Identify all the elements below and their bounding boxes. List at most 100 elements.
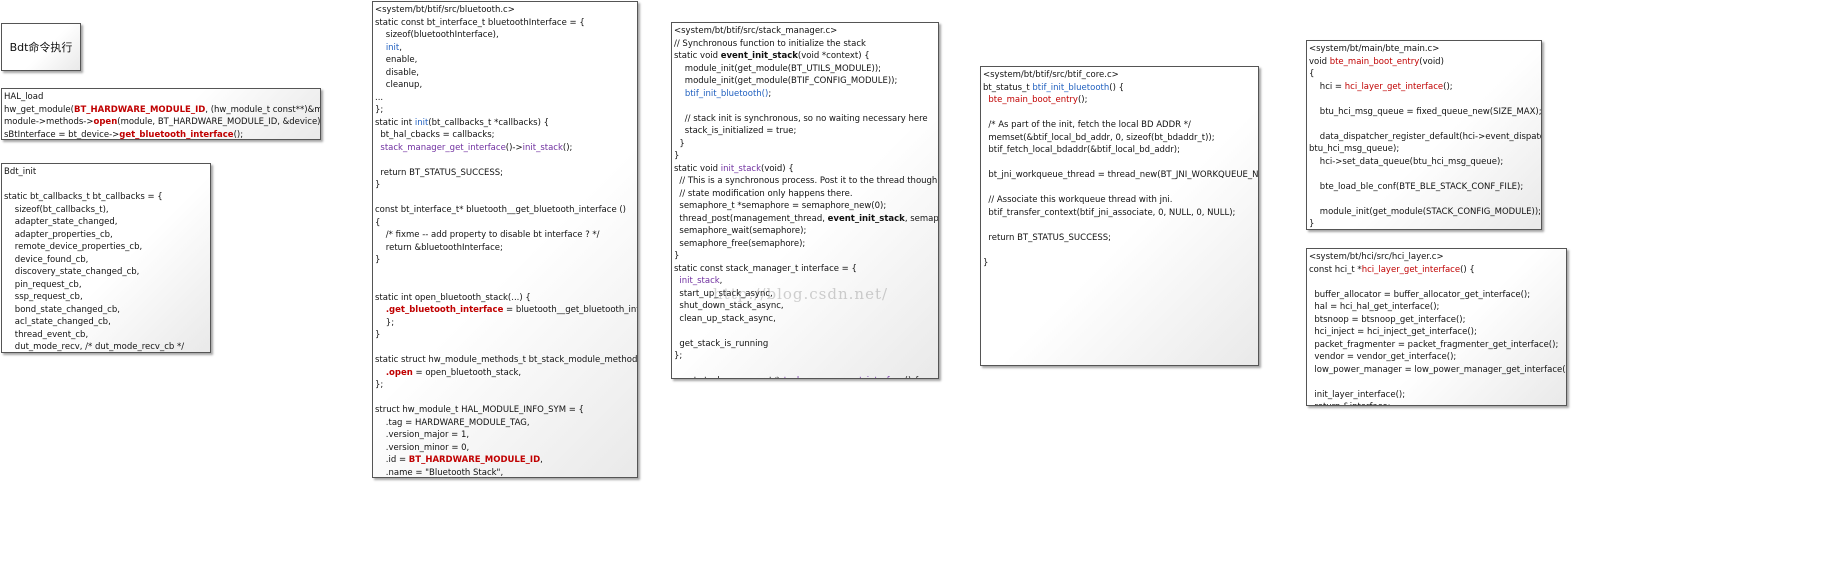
- code-token: module_init(get_module(BT_UTILS_MODULE))…: [674, 63, 882, 74]
- code-token-highlight: btif_init_bluetooth(): [684, 88, 769, 99]
- code-line: btif_transfer_context(btif_jni_associate…: [983, 207, 1257, 220]
- watermark: http://blog.csdn.net/: [713, 285, 889, 303]
- code-line: return BT_STATUS_SUCCESS;: [375, 167, 636, 180]
- code-line: [1309, 193, 1540, 206]
- code-token: btif_fetch_local_bdaddr(&btif_local_bd_a…: [983, 145, 1180, 155]
- code-line: return &bluetoothInterface;: [375, 242, 636, 255]
- code-token: hal = hci_hal_get_interface();: [1309, 302, 1440, 312]
- code-line: [674, 325, 937, 338]
- code-token: }: [375, 180, 381, 190]
- code-line: get_stack_is_running: [674, 338, 937, 351]
- code-token: }: [983, 257, 989, 268]
- code-line: <system/bt/btif/src/stack_manager.c>: [674, 25, 937, 38]
- code-token: ();: [1077, 95, 1088, 105]
- code-token: disable,: [375, 67, 419, 78]
- code-line: cleanup,: [375, 79, 636, 92]
- code-token: {: [375, 217, 381, 228]
- code-line: remote_device_properties_cb,: [4, 241, 209, 254]
- code-token: = open_bluetooth_stack,: [412, 367, 522, 378]
- code-line: memset(&btif_local_bd_addr, 0, sizeof(bt…: [983, 132, 1257, 145]
- code-box-stack-manager-c: <system/bt/btif/src/stack_manager.c>// S…: [671, 22, 939, 379]
- code-token: clean_up_stack_async,: [674, 313, 776, 324]
- code-line: };: [674, 350, 937, 363]
- code-line: [983, 107, 1257, 120]
- code-line: [1309, 93, 1540, 106]
- code-line: <system/bt/main/bte_main.c>: [1309, 43, 1540, 56]
- code-token: ,: [399, 42, 402, 53]
- code-line: static bt_callbacks_t bt_callbacks = {: [4, 191, 209, 204]
- code-token: , (hw_module_t const**)&module);: [205, 104, 320, 115]
- code-line: [983, 219, 1257, 232]
- code-token-highlight: btif_init_bluetooth: [1032, 82, 1110, 93]
- code-line: [983, 182, 1257, 195]
- code-token: sBtInterface = bt_device->: [4, 129, 120, 140]
- code-line: ...: [375, 92, 636, 105]
- code-line: // state modification only happens there…: [674, 188, 937, 201]
- code-line: {: [1309, 68, 1540, 81]
- code-token-highlight: event_init_stack: [827, 213, 905, 224]
- code-line: adapter_properties_cb,: [4, 229, 209, 242]
- code-line: <system/bt/btif/src/btif_core.c>: [983, 69, 1257, 82]
- code-box-bte-main-c: <system/bt/main/bte_main.c>void bte_main…: [1306, 40, 1542, 230]
- code-line: vendor = vendor_get_interface();: [1309, 351, 1565, 364]
- code-line: [375, 192, 636, 205]
- code-token: .name = "Bluetooth Stack",: [375, 467, 504, 478]
- code-line: disable,: [375, 67, 636, 80]
- code-line: sizeof(bt_callbacks_t),: [4, 204, 209, 217]
- code-line: .open = open_bluetooth_stack,: [375, 367, 636, 380]
- code-token: start_up_stack_async,: [674, 288, 773, 299]
- code-box-btif-core-c: <system/bt/btif/src/btif_core.c>bt_statu…: [980, 66, 1259, 366]
- code-line: btsnoop = btsnoop_get_interface();: [1309, 314, 1565, 327]
- code-line: bond_state_changed_cb,: [4, 304, 209, 317]
- code-line: stack_manager_get_interface()->init_stac…: [375, 142, 636, 155]
- code-line: return BT_STATUS_SUCCESS;: [983, 232, 1257, 245]
- code-token-highlight: stack_manager_get_interface: [779, 376, 904, 378]
- code-token: (void): [1419, 56, 1444, 67]
- code-line: };: [375, 379, 636, 392]
- code-token: ,: [540, 455, 543, 465]
- code-token: }: [674, 251, 680, 261]
- code-token: () {: [1460, 264, 1475, 275]
- code-line: .tag = HARDWARE_MODULE_TAG,: [375, 417, 636, 430]
- code-token: HAL_load: [4, 92, 44, 102]
- code-token: };: [674, 351, 683, 361]
- code-line: .version_major = 1,: [375, 429, 636, 442]
- code-token: () {: [1109, 82, 1124, 93]
- code-token: hci_inject = hci_inject_get_interface();: [1309, 327, 1477, 337]
- code-line: module_init(get_module(STACK_CONFIG_MODU…: [1309, 206, 1541, 219]
- code-line: init,: [375, 42, 636, 55]
- code-token: ,: [719, 276, 723, 286]
- code-line: [375, 279, 636, 292]
- code-line: init_layer_interface();: [1309, 389, 1565, 402]
- code-token-highlight: event_init_stack: [720, 51, 798, 61]
- code-token: semaphore_t *semaphore = semaphore_new(0…: [674, 201, 887, 211]
- code-token: // stack init is synchronous, so no wait…: [674, 113, 928, 124]
- code-line: dut_mode_recv, /* dut_mode_recv_cb */: [4, 341, 209, 352]
- code-token-highlight: hci_layer_get_interface: [1344, 81, 1444, 92]
- code-token: return &interface;: [1309, 402, 1390, 405]
- code-line: buffer_allocator = buffer_allocator_get_…: [1309, 289, 1565, 302]
- code-token: btu_hci_msg_queue);: [1309, 144, 1400, 154]
- code-line: const stack_manager_t *stack_manager_get…: [674, 375, 937, 378]
- code-line: }: [674, 250, 937, 263]
- code-token: const stack_manager_t *: [674, 376, 779, 378]
- code-line: [375, 267, 636, 280]
- code-token: <system/bt/btif/src/stack_manager.c>: [674, 26, 838, 36]
- code-line: static const stack_manager_t interface =…: [674, 263, 937, 276]
- code-token: acl_state_changed_cb,: [4, 317, 111, 327]
- code-line: init_stack,: [674, 275, 937, 288]
- code-token: const hci_t *: [1309, 264, 1362, 275]
- code-line: enable,: [375, 54, 636, 67]
- code-line: }: [1309, 218, 1540, 229]
- code-line: acl_state_changed_cb,: [4, 316, 209, 329]
- code-token: , semaphore);: [904, 213, 939, 224]
- code-token: static bt_callbacks_t bt_callbacks = {: [4, 192, 163, 202]
- code-token: get_stack_is_running: [674, 338, 769, 349]
- code-token: [375, 305, 386, 315]
- code-token: cleanup,: [375, 80, 423, 90]
- code-token: () {: [905, 376, 920, 378]
- code-token: void: [1309, 56, 1330, 67]
- code-token: btif_transfer_context(btif_jni_associate…: [983, 207, 1236, 218]
